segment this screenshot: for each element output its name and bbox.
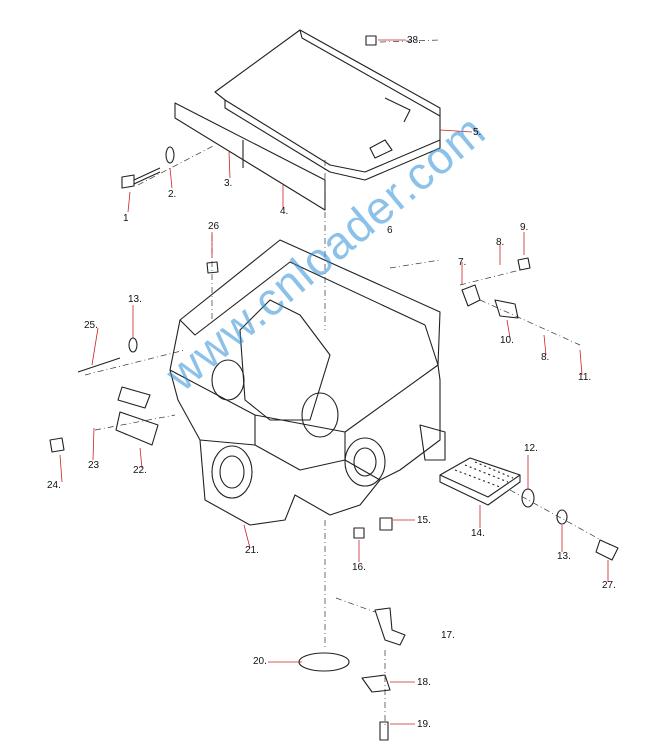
label-part-9: 9. bbox=[520, 222, 529, 233]
label-part-24: 24. bbox=[47, 480, 61, 491]
bracket-7 bbox=[461, 284, 481, 307]
label-part-38: 38. bbox=[407, 35, 421, 46]
grid-plate-14 bbox=[439, 457, 521, 506]
o-ring-20 bbox=[298, 652, 350, 672]
bracket-10 bbox=[494, 299, 519, 319]
label-part-18: 18. bbox=[417, 677, 431, 688]
washer-12 bbox=[521, 488, 535, 508]
washer-13b bbox=[556, 509, 568, 525]
bracket-17 bbox=[374, 607, 406, 646]
label-part-21: 21. bbox=[245, 545, 259, 556]
bolt-27 bbox=[595, 539, 619, 561]
washer-13a bbox=[128, 337, 138, 353]
bolt-24 bbox=[49, 437, 65, 453]
gasket-strip bbox=[174, 102, 326, 211]
label-part-13b: 13. bbox=[557, 551, 571, 562]
label-part-8b: 8. bbox=[541, 352, 550, 363]
label-part-23: 23 bbox=[88, 460, 100, 471]
nut-9 bbox=[517, 257, 531, 271]
label-part-26: 26 bbox=[208, 221, 220, 232]
bolt-25 bbox=[77, 357, 121, 373]
clamp-18 bbox=[361, 674, 391, 693]
bolt-1 bbox=[121, 167, 161, 189]
label-part-4: 4. bbox=[280, 206, 289, 217]
label-part-27: 27. bbox=[602, 580, 616, 591]
nut-26 bbox=[206, 261, 219, 274]
side-plate-22 bbox=[115, 386, 159, 446]
fitting-16 bbox=[353, 527, 365, 539]
label-part-16: 16. bbox=[352, 562, 366, 573]
label-part-2: 2. bbox=[168, 189, 177, 200]
label-part-17: 17. bbox=[441, 630, 455, 641]
hopper-body bbox=[169, 239, 446, 526]
label-part-22: 22. bbox=[133, 465, 147, 476]
label-part-14: 14. bbox=[471, 528, 485, 539]
washer-2 bbox=[165, 146, 175, 164]
fitting-15 bbox=[379, 517, 393, 531]
label-part-7: 7. bbox=[458, 257, 467, 268]
label-part-6: 6 bbox=[387, 225, 393, 236]
label-part-15: 15. bbox=[417, 515, 431, 526]
label-part-19: 19. bbox=[417, 719, 431, 730]
label-part-8a: 8. bbox=[496, 237, 505, 248]
label-part-12: 12. bbox=[524, 443, 538, 454]
label-part-20: 20. bbox=[253, 656, 267, 667]
label-part-10: 10. bbox=[500, 335, 514, 346]
nut-38 bbox=[365, 35, 377, 46]
label-part-13a: 13. bbox=[128, 294, 142, 305]
cover-plate bbox=[214, 29, 441, 181]
label-part-3: 3. bbox=[224, 178, 233, 189]
label-part-1: 1 bbox=[123, 213, 129, 224]
label-part-25: 25. bbox=[84, 320, 98, 331]
bolt-19 bbox=[379, 721, 389, 741]
label-part-11: 11. bbox=[578, 372, 592, 383]
label-part-5: 5. bbox=[473, 127, 482, 138]
